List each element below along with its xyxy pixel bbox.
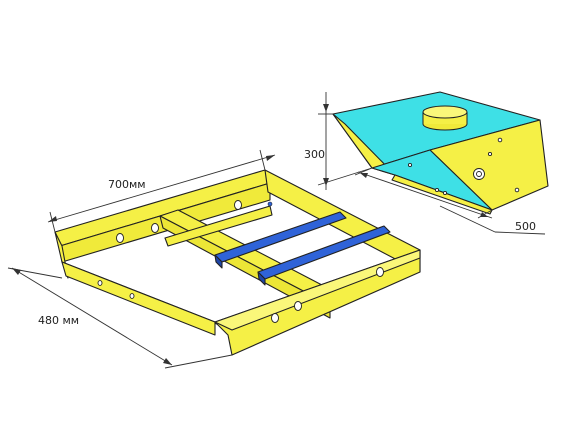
dimension-label-hopper-length: 500 [515, 220, 536, 233]
hole [234, 200, 242, 210]
hole [376, 267, 384, 277]
rail-blue-front-face [257, 271, 266, 286]
hole [514, 187, 520, 193]
hopper-base [391, 174, 493, 215]
rail-bolt [267, 201, 273, 207]
dimension-label-hopper-height: 300 [304, 148, 325, 161]
dimension-hopper-length: 500 [354, 167, 546, 235]
frame-holes [97, 200, 384, 323]
hole [271, 313, 279, 323]
hole [434, 187, 440, 193]
hopper-assembly [332, 91, 549, 215]
hole [294, 301, 302, 311]
dimension-label-frame-length: 700мм [108, 178, 146, 191]
hole [129, 293, 135, 299]
hole [476, 171, 482, 177]
frame-front-wall-face [61, 261, 216, 336]
hole [97, 280, 103, 286]
dimension-hopper-height: 300 [304, 92, 373, 190]
hole [487, 151, 493, 157]
hole [407, 162, 413, 168]
hopper-holes [407, 137, 520, 196]
dimension-frame-length: 700мм [47, 149, 276, 233]
hole [116, 233, 124, 243]
frame-front-right-top [214, 249, 421, 331]
dimension-frame-width: 480 мм [7, 267, 233, 369]
dimension-label-frame-width: 480 мм [38, 314, 79, 327]
frame-assembly [54, 169, 421, 356]
hole [442, 190, 448, 196]
frame-inner-plate [164, 205, 273, 247]
hole [151, 223, 159, 233]
hole [497, 137, 503, 143]
rail-blue-rear-face [214, 254, 223, 269]
hopper-spout-top [422, 105, 468, 119]
